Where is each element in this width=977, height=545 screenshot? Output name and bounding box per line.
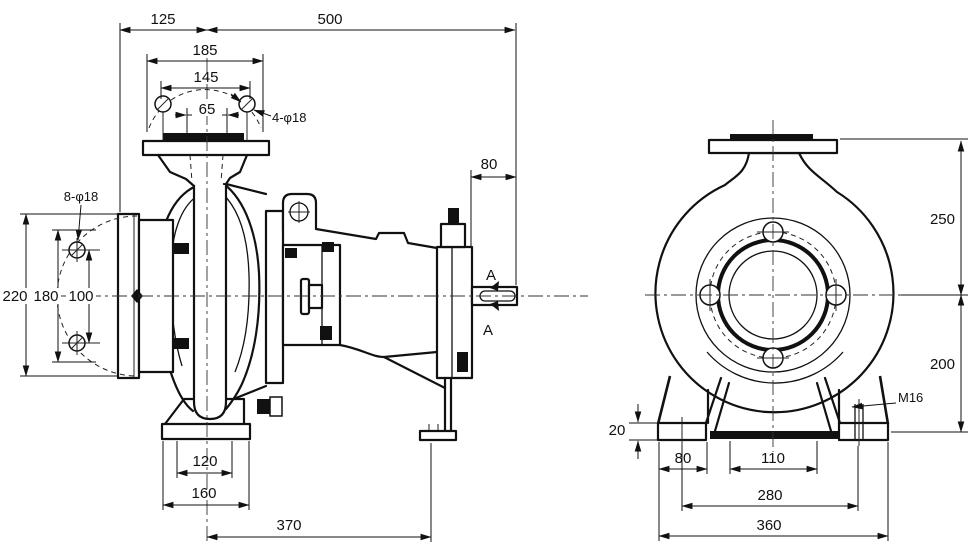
support-rib [382,355,447,390]
dim-280-label: 280 [757,487,782,504]
dim-370-label: 370 [276,517,301,534]
dim-200-label: 200 [930,356,955,373]
foot-thread-callout: M16 [898,390,923,405]
volute-outline-right [222,182,261,411]
center-marker [131,289,143,303]
right-leg-rib [823,376,842,425]
side-view: 125 500 185 145 65 4-φ18 [0,11,588,545]
bracket-foot [418,429,458,442]
section-arrow-top [490,281,499,291]
drain-plug-head [269,396,283,417]
shaft-sleeve [299,277,311,316]
cover-bolt-bottom [172,338,189,349]
section-label-a-top: A [486,267,496,284]
pump-casing [654,151,895,414]
casing-ledge-top [224,182,268,196]
bearing-frame-bottom [338,343,439,359]
dim-65-label: 65 [199,101,216,118]
discharge-holes-callout: 4-φ18 [272,110,306,125]
shaft-hub [307,283,324,310]
casing-ledge-bottom [234,384,268,400]
discharge-pipe [192,185,228,421]
discharge-neck-right [224,153,249,186]
drain-plug-shank [257,399,270,414]
front-view-dimensions: 250 200 M16 20 80 110 280 [609,138,968,541]
gland-stud-3 [320,326,332,340]
dim-100-label: 100 [68,288,93,305]
suction-holes-callout: 8-φ18 [64,189,98,204]
front-view: 250 200 M16 20 80 110 280 [609,120,968,541]
dim-360-label: 360 [756,517,781,534]
casing-bottom-arc [706,351,844,384]
base-center-bar [710,431,840,439]
right-leg-outer [878,375,890,425]
dim-20-label: 20 [609,422,626,439]
dim-220-label: 220 [2,288,27,305]
left-leg-rib [704,376,723,425]
end-cap-lug [439,222,467,249]
front-flange-raised-face [730,134,813,141]
side-view-centerlines [8,58,588,545]
volute-inner-right [221,192,250,373]
discharge-flange [141,139,271,157]
cover-bolt-top [172,243,189,254]
section-label-a-bottom: A [483,322,493,339]
pump-foot-plate [160,422,252,441]
discharge-flange-raised-face [163,133,244,141]
left-leg-outer [656,375,672,425]
suction-bolt-circle-arc [56,215,138,377]
front-view-geometry [654,134,895,446]
dim-80-foot-label: 80 [675,450,692,467]
dim-110-label: 110 [761,450,785,467]
section-arrow-bottom [490,301,499,311]
dim-160-label: 160 [191,485,216,502]
dim-145-label: 145 [193,69,218,86]
bearing-frame-top [314,227,439,250]
dim-180-label: 180 [33,288,58,305]
dim-250-label: 250 [930,211,955,228]
side-view-geometry [116,133,519,442]
end-cap-bolt-bottom [457,352,468,372]
discharge-neck-left [156,153,196,188]
end-cap-bolt-top [448,208,459,224]
casing-back-cover [264,209,285,385]
side-view-bolt-circles [56,89,262,377]
dim-120-label: 120 [192,453,217,470]
dim-80-shaft-label: 80 [481,156,498,173]
gland-stud-1 [285,248,297,258]
front-view-centerlines [645,120,905,452]
gland-stud-2 [322,242,334,252]
dim-125-label: 125 [150,11,175,28]
dim-185-label: 185 [192,42,217,59]
dim-500-label: 500 [317,11,342,28]
side-view-dimensions: 125 500 185 145 65 4-φ18 [0,11,517,542]
